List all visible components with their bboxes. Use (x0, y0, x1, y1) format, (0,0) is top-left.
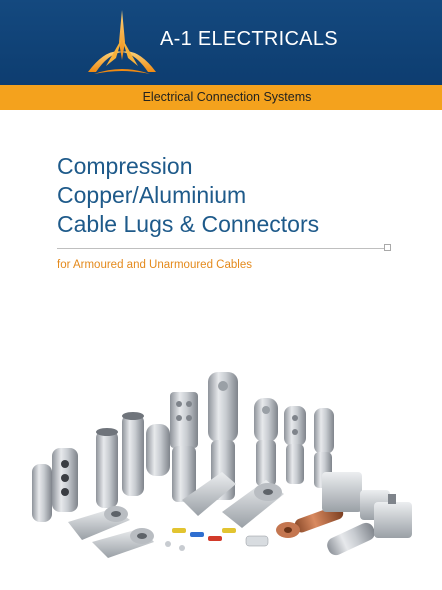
double-hole-lug (170, 392, 198, 502)
page-title: Compression Copper/Aluminium Cable Lugs … (57, 152, 417, 239)
cable-lugs-assortment-illustration (32, 372, 412, 558)
tube-connectors-left (32, 412, 170, 522)
triangle-star-logo-icon (88, 10, 156, 74)
title-line-2: Copper/Aluminium (57, 182, 247, 208)
page-subtitle: for Armoured and Unarmoured Cables (57, 259, 252, 271)
divider-end-square (384, 244, 391, 251)
connectors-right (322, 472, 412, 556)
brand-header: A-1 ELECTRICALS (0, 0, 442, 85)
flat-lugs-front (68, 472, 284, 558)
title-line-1: Compression (57, 153, 193, 179)
brand-name: A-1 ELECTRICALS (160, 28, 338, 50)
small-terminals (165, 528, 269, 551)
tagline-bar: Electrical Connection Systems (0, 85, 442, 110)
lug-right-1 (254, 398, 278, 486)
tagline-text: Electrical Connection Systems (142, 90, 312, 104)
copper-lug (276, 505, 344, 538)
lug-right-2 (284, 406, 306, 484)
title-divider (57, 248, 384, 249)
title-line-3: Cable Lugs & Connectors (57, 211, 320, 237)
